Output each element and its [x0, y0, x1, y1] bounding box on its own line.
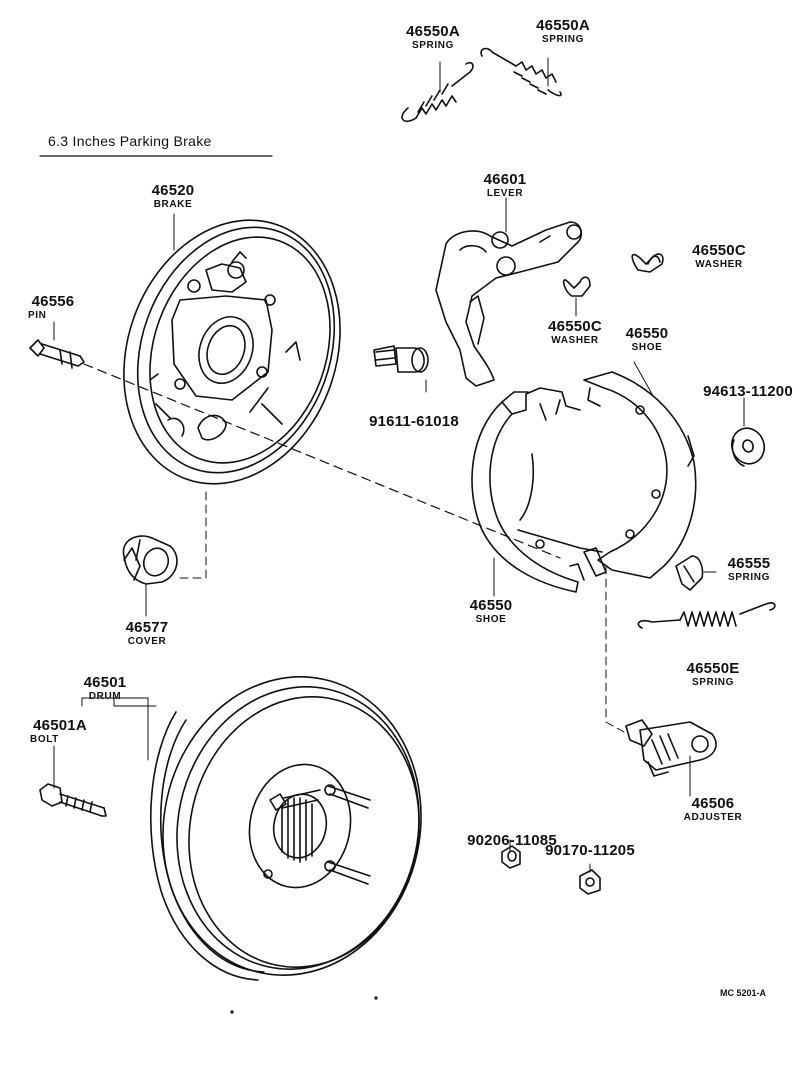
part-label-spring-left: 46550A SPRING [398, 23, 468, 52]
part-name: SHOE [475, 614, 507, 625]
part-label-bolt: 46501A BOLT [22, 717, 98, 746]
part-label-washer-right: 46550C WASHER [684, 242, 754, 271]
part-label-90170: 90170-11205 [545, 842, 635, 859]
part-label-spring-46550e: 46550E SPRING [678, 660, 748, 689]
bolt-91611-drawing [373, 345, 429, 373]
part-number: 46550E [686, 660, 740, 677]
part-label-shoe-top: 46550 SHOE [612, 325, 682, 354]
part-label-washer-94613: 94613-11200 [703, 383, 793, 400]
adjuster-drawing [625, 719, 717, 777]
part-number: 46550A [536, 17, 590, 34]
part-90170-drawing [579, 869, 601, 895]
spring-46550a-right-drawing [480, 47, 562, 97]
part-number: 46556 [31, 293, 75, 310]
washer-46550c-right-drawing [631, 253, 664, 273]
part-number: 46601 [483, 171, 527, 188]
part-number: 46550C [548, 318, 602, 335]
part-name: SPRING [692, 677, 734, 688]
part-label-spring-right: 46550A SPRING [528, 17, 598, 46]
part-name: COVER [127, 636, 167, 647]
part-number: 46550A [406, 23, 460, 40]
part-label-bolt-91611: 91611-61018 [369, 413, 459, 430]
part-name: SPRING [728, 572, 770, 583]
part-number: 46550 [625, 325, 669, 342]
part-name: SHOE [631, 342, 663, 353]
part-label-drum: 46501 DRUM [70, 674, 140, 703]
part-number: 46550C [692, 242, 746, 259]
drawing-code: MC 5201-A [719, 988, 766, 998]
spring-46550e-drawing [637, 602, 776, 629]
part-name: SPRING [412, 40, 454, 51]
part-name: BOLT [30, 734, 59, 745]
washer-46550c-mid-drawing [562, 276, 591, 315]
part-label-pin: 46556 PIN [22, 293, 84, 322]
part-number: 46506 [691, 795, 735, 812]
brake-shoe-drawing [471, 371, 697, 593]
part-name: WASHER [551, 335, 599, 346]
part-name: PIN [28, 310, 47, 321]
brake-plate-drawing [123, 219, 341, 485]
spring-46550a-left-drawing [401, 61, 474, 123]
drum-drawing [150, 676, 422, 981]
leader-lines [53, 197, 745, 873]
bolt-46501a-drawing [39, 783, 107, 817]
part-name: ADJUSTER [683, 812, 743, 823]
diagram-title: 6.3 Inches Parking Brake [48, 133, 212, 149]
part-label-shoe-bottom: 46550 SHOE [456, 597, 526, 626]
part-number: 46501A [33, 717, 87, 734]
part-label-brake: 46520 BRAKE [138, 182, 208, 211]
part-number: 46550 [469, 597, 513, 614]
part-label-washer-mid: 46550C WASHER [540, 318, 610, 347]
pin-dashline [83, 363, 561, 559]
part-label-spring-46555: 46555 SPRING [714, 555, 784, 584]
part-number: 46520 [151, 182, 195, 199]
washer-94613-drawing [730, 427, 766, 467]
part-name: SPRING [542, 34, 584, 45]
part-label-90206: 90206-11085 [467, 832, 557, 849]
part-name: DRUM [88, 691, 122, 702]
spring-46555-drawing [675, 555, 717, 591]
pin-drawing [29, 339, 85, 369]
part-number: 46577 [125, 619, 169, 636]
part-name: LEVER [486, 188, 524, 199]
part-number: 46555 [727, 555, 771, 572]
part-label-lever: 46601 LEVER [470, 171, 540, 200]
part-name: BRAKE [153, 199, 193, 210]
part-label-cover: 46577 COVER [112, 619, 182, 648]
part-90206-drawing [501, 845, 521, 869]
part-label-adjuster: 46506 ADJUSTER [670, 795, 756, 824]
cover-drawing [122, 535, 178, 585]
part-name: WASHER [695, 259, 743, 270]
lever-drawing [435, 221, 583, 387]
part-number: 46501 [83, 674, 127, 691]
